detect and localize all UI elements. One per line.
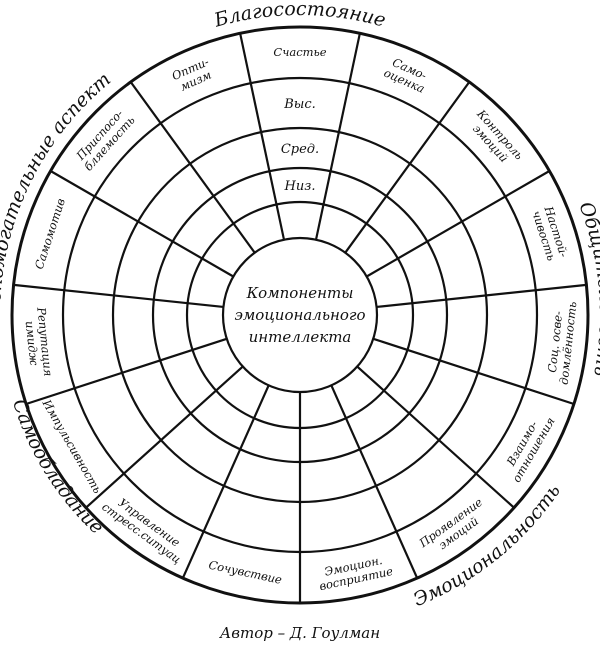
- spoke: [356, 365, 515, 509]
- spoke: [314, 33, 361, 240]
- spoke: [372, 337, 575, 406]
- group-label: Эмоциональность: [410, 480, 565, 611]
- segment-label-line: Самомотив: [32, 196, 68, 271]
- spoke: [129, 81, 256, 254]
- level-label: Сред.: [281, 142, 319, 157]
- segment-emotion-perception: Эмоцион.восприятие: [318, 553, 394, 593]
- center-label-line: эмоционального: [234, 306, 365, 324]
- spoke: [376, 283, 587, 309]
- segment-label-line: Счастье: [273, 45, 326, 59]
- segment-optimism: Опти-мизм: [170, 54, 214, 93]
- segment-label-line: Соц. осве-: [545, 310, 565, 373]
- spoke: [366, 170, 550, 278]
- spoke: [50, 170, 234, 278]
- level-labels: Выс. Сред. Низ.: [281, 97, 319, 194]
- level-label: Выс.: [283, 97, 316, 112]
- segment-self-esteem: Само-оценка: [382, 55, 429, 96]
- segment-label-line: имидж: [23, 320, 42, 366]
- spoke: [330, 384, 419, 579]
- segment-relationships: Взаимо-отношения: [503, 415, 557, 485]
- level-label: Низ.: [284, 179, 316, 194]
- author-caption: Автор – Д. Гоулман: [219, 624, 381, 642]
- segment-self-motivation: Самомотив: [32, 196, 68, 271]
- segment-happiness: Счастье: [273, 45, 326, 59]
- center-label-line: Компоненты: [246, 284, 354, 302]
- spoke: [239, 33, 286, 240]
- center-label-line: интеллекта: [249, 328, 352, 346]
- spoke: [25, 337, 228, 406]
- spoke: [181, 384, 270, 579]
- segment-empathy: Сочувствие: [207, 558, 283, 587]
- spoke: [344, 81, 471, 254]
- segment-assertiveness: Настой-чивость: [529, 204, 571, 263]
- spokes-layer: [13, 33, 587, 603]
- segment-label-line: Сочувствие: [207, 558, 283, 587]
- center-label: Компоненты эмоционального интеллекта: [234, 284, 365, 346]
- segment-social-awareness: Соц. осве-домлённость: [545, 301, 579, 386]
- spoke: [13, 283, 224, 309]
- spoke: [85, 365, 244, 509]
